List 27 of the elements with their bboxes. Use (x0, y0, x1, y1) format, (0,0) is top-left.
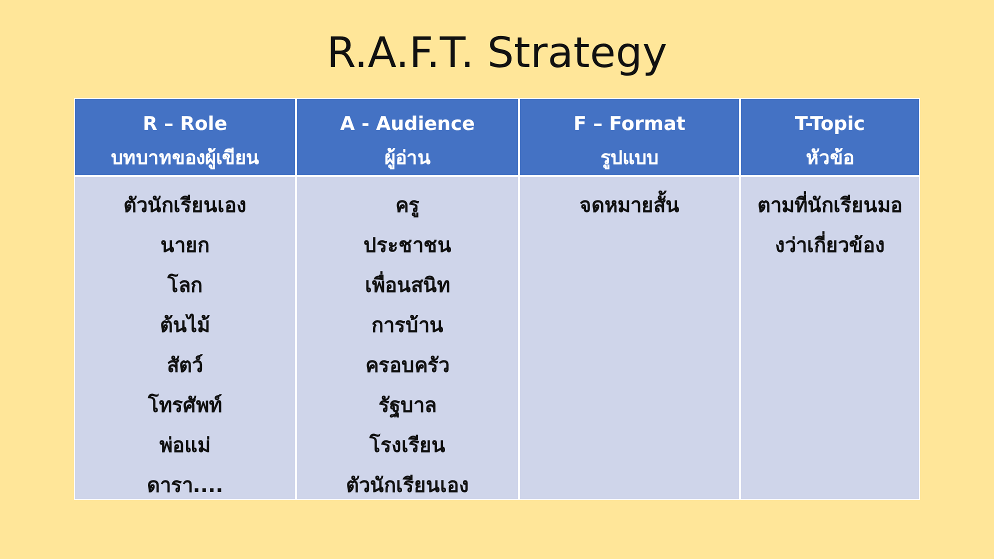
column-header-text: T-Topic (794, 112, 866, 137)
cell-text: สัตว์ (167, 352, 203, 379)
cell-text: ประชาชน (364, 232, 452, 259)
cell-text: โลก (168, 272, 202, 299)
cell-text: ครอบครัว (366, 352, 450, 379)
column-header-text: A - Audience (340, 112, 475, 137)
cell-text: ตามที่นักเรียนมองว่าเกี่ยวข้อง (756, 190, 904, 259)
cell-text: โรงเรียน (370, 432, 446, 459)
slide-title: R.A.F.T. Strategy (326, 28, 668, 77)
cell-text: ตัวนักเรียนเอง (346, 472, 469, 499)
column-header-text: บทบาทของผู้เขียน (111, 146, 259, 172)
cell-text: ครู (396, 192, 420, 220)
cell-text: ตัวนักเรียนเอง (124, 192, 246, 219)
cell-text: นายก (160, 232, 210, 259)
cell-text: ดารา.... (146, 472, 224, 499)
column-header-text: รูปแบบ (600, 146, 658, 172)
column-header-text: F – Format (573, 112, 686, 137)
cell-text: เพื่อนสนิท (365, 270, 450, 299)
cell-text: พ่อแม่ (160, 432, 210, 459)
column-header-text: ผู้อ่าน (384, 146, 430, 172)
cell-text: รัฐบาล (378, 392, 436, 420)
cell-text: การบ้าน (372, 312, 444, 339)
column-header-text: หัวข้อ (806, 146, 854, 171)
cell-text: จดหมายสั้น (580, 185, 680, 225)
cell-text: โทรศัพท์ (148, 392, 222, 419)
column-header-text: R – Role (142, 112, 228, 137)
cell-text: ต้นไม้ (160, 312, 210, 339)
